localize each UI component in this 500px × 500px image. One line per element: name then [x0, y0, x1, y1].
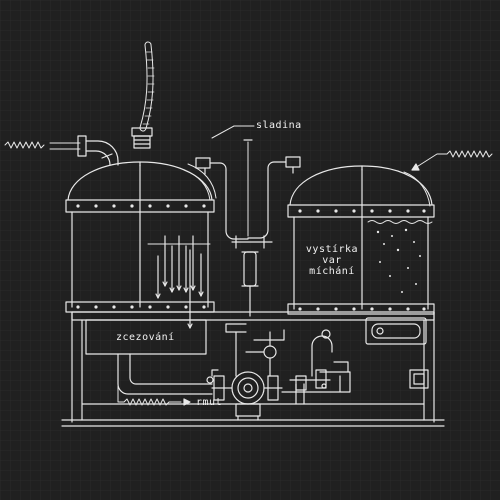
mash-kettle-rivets: [298, 209, 426, 311]
transfer-piping: [195, 139, 301, 317]
label-vystirka-line-2: var: [322, 255, 342, 266]
inlet-pipe-right: [411, 150, 493, 171]
mash-bubbles: [376, 228, 421, 293]
sladina-pointer: [211, 125, 255, 139]
rmut-pointer: [117, 385, 191, 406]
flexible-hose: [131, 41, 155, 149]
pump-assembly: [211, 371, 283, 421]
mash-kettle: [287, 165, 435, 315]
label-vystirka-line-3: míchání: [309, 266, 355, 277]
label-vystirka-line-1: vystírka: [305, 244, 359, 255]
lauter-tun-rivets: [76, 204, 206, 309]
inlet-pipe-left: [4, 135, 119, 166]
label-vystirka: vystírka var míchání: [300, 244, 364, 277]
label-sladina: sladina: [256, 120, 302, 131]
label-zcezovani: zcezování: [116, 332, 175, 343]
label-rmut: rmut: [196, 397, 223, 408]
valve-cluster: [117, 323, 351, 405]
